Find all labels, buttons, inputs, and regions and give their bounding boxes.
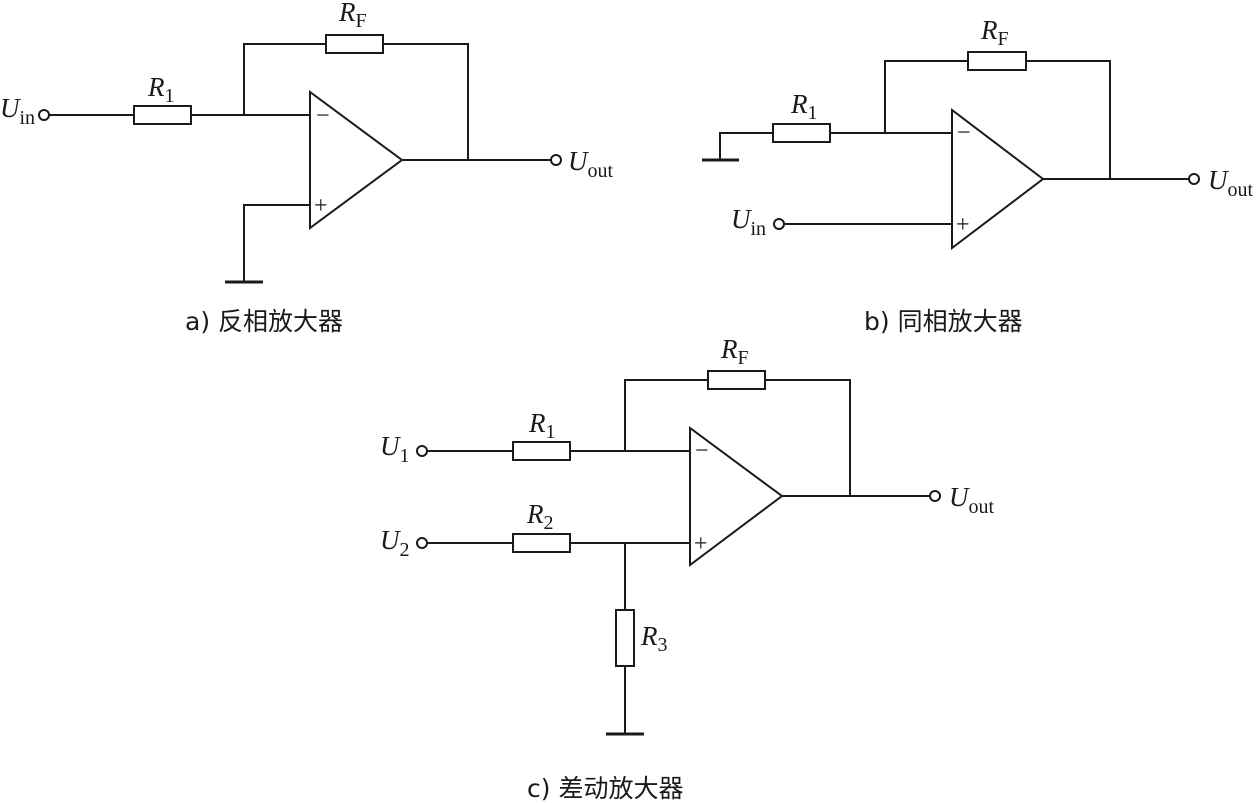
differential-amplifier: − + R1 R2 R3 RF U1 U2 Uout c) 差动放大器 — [380, 334, 995, 803]
plus-sign: + — [956, 212, 970, 238]
inverting-wires — [49, 43, 551, 282]
label-uin: Uin — [0, 93, 35, 129]
label-r1: R1 — [147, 72, 175, 107]
label-r3: R3 — [640, 621, 668, 656]
op-amp-triangle — [309, 90, 404, 230]
label-rf: RF — [980, 15, 1009, 50]
label-uin: Uin — [731, 204, 766, 240]
resistor-rf — [707, 370, 766, 390]
label-uout: Uout — [568, 146, 614, 182]
output-terminal — [1188, 173, 1200, 185]
caption-non-inverting: b) 同相放大器 — [864, 307, 1023, 336]
caption-inverting: a) 反相放大器 — [185, 307, 343, 336]
label-u2: U2 — [380, 525, 410, 561]
minus-sign: − — [316, 103, 330, 129]
input-terminal-2 — [416, 537, 428, 549]
label-r1: R1 — [790, 89, 818, 124]
resistor-r1 — [772, 123, 831, 143]
resistor-r1 — [512, 441, 571, 461]
caption-differential: c) 差动放大器 — [527, 774, 683, 803]
differential-wires — [427, 379, 930, 734]
inverting-amplifier: − + R1 RF Uin Uout a) 反相放大器 — [0, 0, 614, 336]
label-rf: RF — [720, 334, 749, 369]
input-terminal-1 — [416, 445, 428, 457]
plus-sign: + — [314, 193, 328, 219]
label-u1: U1 — [380, 431, 410, 467]
non-inverting-wires — [719, 60, 1189, 225]
resistor-r3 — [615, 609, 635, 667]
label-uout: Uout — [949, 482, 995, 518]
label-r2: R2 — [526, 499, 554, 534]
minus-sign: − — [957, 120, 971, 146]
input-terminal — [773, 218, 785, 230]
resistor-r2 — [512, 533, 571, 553]
output-terminal — [929, 490, 941, 502]
resistor-r1 — [133, 105, 192, 125]
minus-sign: − — [695, 438, 709, 464]
input-terminal — [38, 109, 50, 121]
output-terminal — [550, 154, 562, 166]
label-uout: Uout — [1208, 165, 1254, 201]
resistor-rf — [325, 34, 384, 54]
label-r1: R1 — [528, 408, 556, 443]
non-inverting-amplifier: − + R1 RF Uin Uout b) 同相放大器 — [702, 15, 1254, 336]
resistor-rf — [967, 51, 1027, 71]
plus-sign: + — [694, 531, 708, 557]
label-rf: RF — [338, 0, 367, 32]
op-amp-triangle — [951, 107, 1045, 251]
op-amp-triangle — [689, 426, 784, 567]
